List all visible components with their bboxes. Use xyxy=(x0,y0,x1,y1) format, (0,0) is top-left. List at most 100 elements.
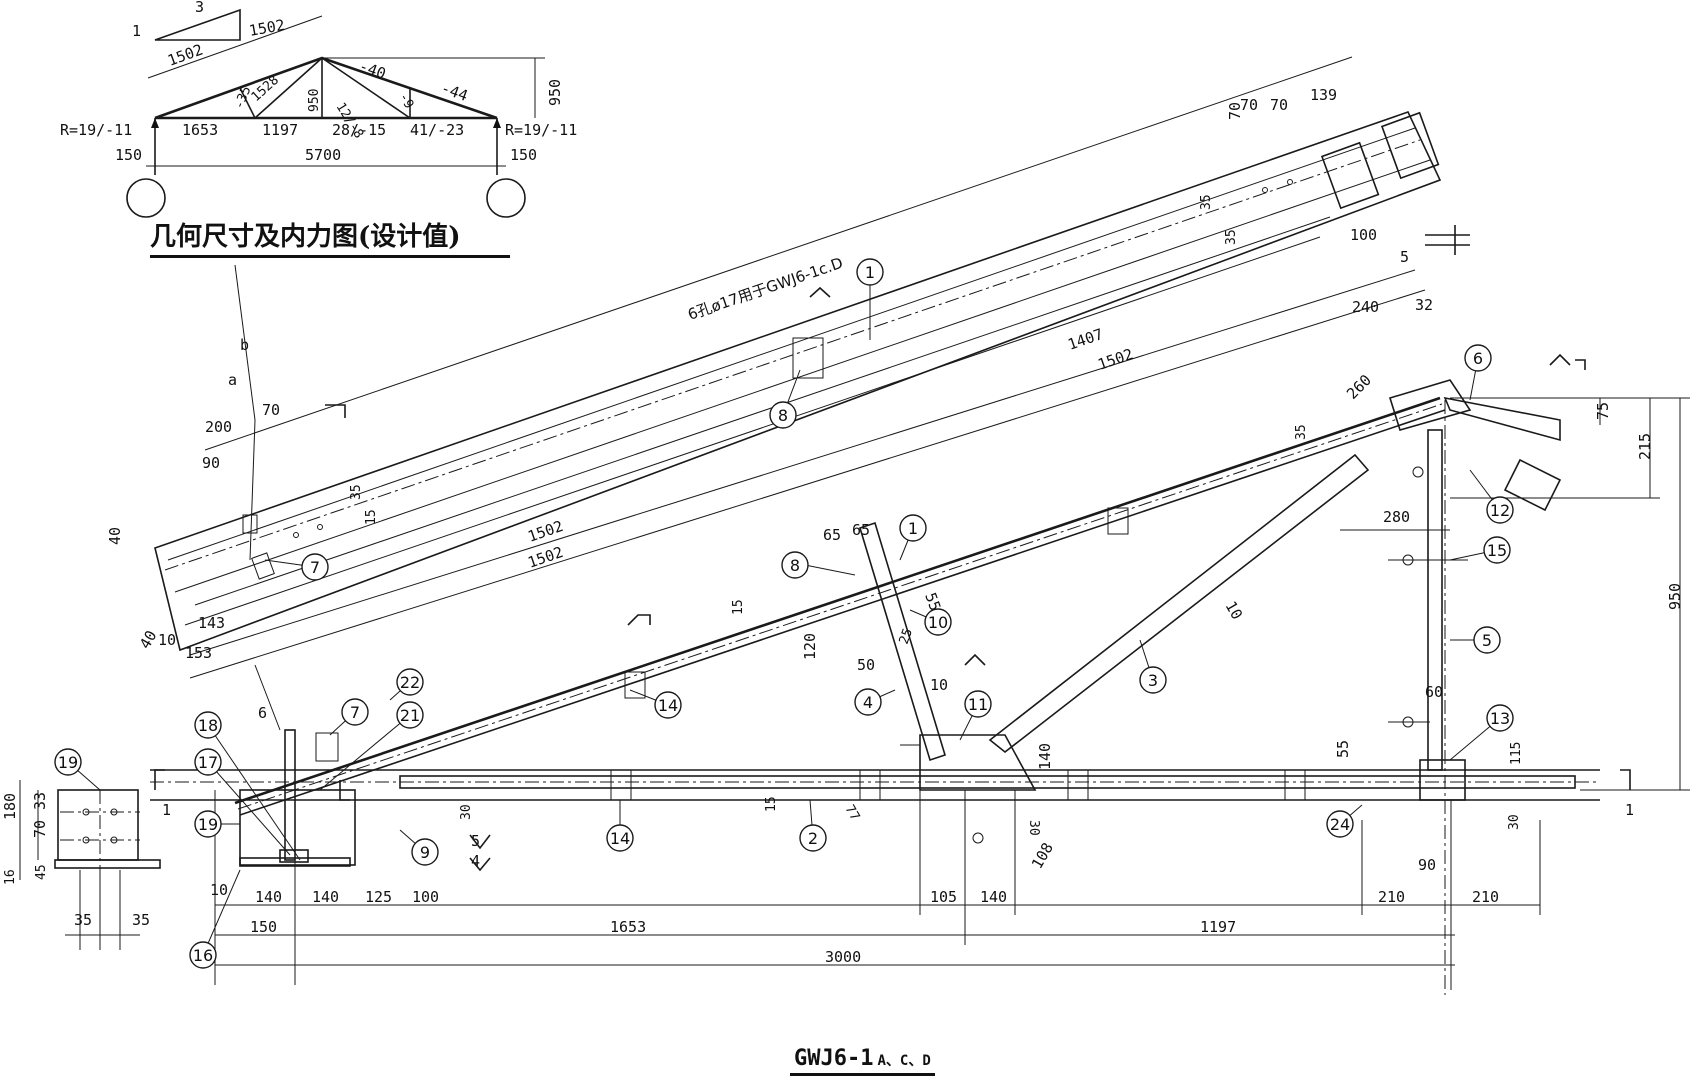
detail-dim-33: 33 xyxy=(31,792,49,810)
dim-200: 200 xyxy=(205,418,232,436)
dim-line xyxy=(194,216,1331,606)
inset-force-top: -40 xyxy=(357,57,389,83)
dim-240: 240 xyxy=(1352,298,1379,316)
dim-30: 30 xyxy=(1026,820,1041,836)
dim-950: 950 xyxy=(1666,583,1684,610)
vertical-member xyxy=(1427,429,1443,771)
part-mark: 2 xyxy=(808,829,818,848)
dim-30: 30 xyxy=(459,804,474,820)
inset-bottom-force-2: 41/-23 xyxy=(410,121,464,139)
weld-symbol-icon xyxy=(1549,353,1571,366)
detail-dim-70: 70 xyxy=(31,820,49,838)
part-mark-bubble xyxy=(769,401,797,429)
dim-1502: 1502 xyxy=(525,517,565,546)
part-mark: 11 xyxy=(968,695,988,714)
dim-25: 25 xyxy=(897,627,916,647)
part-mark-bubble xyxy=(781,551,809,579)
leader xyxy=(804,564,856,576)
inset-offset-right: 150 xyxy=(510,146,537,164)
inset-diag-length: 1528 xyxy=(249,73,282,105)
dim-35: 35 xyxy=(349,484,364,500)
section-label-a: a xyxy=(228,371,237,389)
left-end-gusset xyxy=(239,789,356,866)
section-mark-right xyxy=(1620,769,1631,790)
part-mark-bubble xyxy=(1486,704,1514,732)
part-mark-bubble xyxy=(1464,344,1492,372)
arrowhead xyxy=(493,118,501,128)
dim-line xyxy=(147,45,239,79)
section-label-b: b xyxy=(240,336,249,354)
apex-plate-right xyxy=(1503,458,1562,512)
bolt-hole xyxy=(82,808,90,816)
dim-150: 150 xyxy=(250,918,277,936)
slope-triangle xyxy=(154,8,241,41)
top-chord-edge xyxy=(174,159,1431,593)
weld-symbol-icon xyxy=(469,834,491,850)
dim-line xyxy=(237,15,323,47)
inset-diag-right xyxy=(321,57,411,119)
part-mark: 1 xyxy=(908,519,918,538)
inset-diag-left xyxy=(254,57,323,119)
dim-77: 77 xyxy=(842,803,863,824)
dim-140: 140 xyxy=(312,888,339,906)
inner-top-chord xyxy=(234,396,1441,805)
filler-plate xyxy=(251,552,275,580)
part-mark: 4 xyxy=(863,693,873,712)
dim-140: 140 xyxy=(255,888,282,906)
dim-70: 70 xyxy=(262,401,280,419)
dim-line xyxy=(204,56,1353,451)
main-truss xyxy=(150,111,1600,995)
inset-vertical-height: 950 xyxy=(307,89,322,112)
right-chord-stub xyxy=(1443,396,1561,442)
detail-dim-16: 16 xyxy=(3,869,18,885)
dim-120: 120 xyxy=(801,633,819,660)
dim-10: 10 xyxy=(930,676,948,694)
detail-dim-180: 180 xyxy=(1,793,19,820)
inner-top-chord-edge xyxy=(239,409,1446,816)
part-mark-bubble xyxy=(856,258,884,286)
part-mark-bubble xyxy=(301,553,329,581)
dim-210: 210 xyxy=(1378,888,1405,906)
inset-left-support xyxy=(126,178,166,218)
dim-70: 70 xyxy=(1240,96,1258,114)
dim-1653: 1653 xyxy=(610,918,646,936)
slope-run: 3 xyxy=(195,0,204,16)
bolt-hole xyxy=(110,808,118,816)
dim-line xyxy=(184,236,1321,626)
part-mark-bubble xyxy=(606,824,634,852)
dim-100: 100 xyxy=(412,888,439,906)
inset-title: 几何尺寸及内力图(设计值) xyxy=(150,216,510,258)
detail-base xyxy=(54,859,161,869)
dim-10: 10 xyxy=(158,631,176,649)
filler-plate xyxy=(610,769,632,801)
filler-plate xyxy=(792,337,824,379)
filler-plate xyxy=(242,514,258,534)
dim-140: 140 xyxy=(1036,743,1054,770)
dim-55: 55 xyxy=(921,590,944,613)
inset-dim-1502-a: 1502 xyxy=(165,40,205,69)
dim-line xyxy=(189,269,1416,656)
part-mark: 9 xyxy=(420,843,430,862)
part-mark: 14 xyxy=(658,696,678,715)
dim-15: 15 xyxy=(764,796,779,812)
part-mark-bubble xyxy=(899,514,927,542)
inset-right-reaction: R=19/-11 xyxy=(505,121,577,139)
part-mark-bubble xyxy=(396,668,424,696)
dim-50: 50 xyxy=(857,656,875,674)
part-mark: 12 xyxy=(1490,501,1510,520)
dim-35: 35 xyxy=(1294,424,1309,440)
part-mark: 8 xyxy=(790,556,800,575)
part-mark-bubble xyxy=(194,810,222,838)
dim-line xyxy=(189,289,1426,679)
drawing-title-main: GWJ6-1 xyxy=(794,1046,874,1071)
dim-60: 60 xyxy=(1425,683,1443,701)
detail-dim-45: 45 xyxy=(34,864,49,880)
leader xyxy=(254,664,281,731)
weld-symbol-icon xyxy=(325,404,346,418)
part-mark: 22 xyxy=(400,673,420,692)
dimension-lines xyxy=(154,56,1690,990)
part-mark-bubble xyxy=(1326,810,1354,838)
dim-280: 280 xyxy=(1383,508,1410,526)
part-mark-bubble xyxy=(1473,626,1501,654)
part-mark-bubbles: 1 1 2 3 4 5 6 7 7 8 8 8 9 xyxy=(54,258,1514,969)
